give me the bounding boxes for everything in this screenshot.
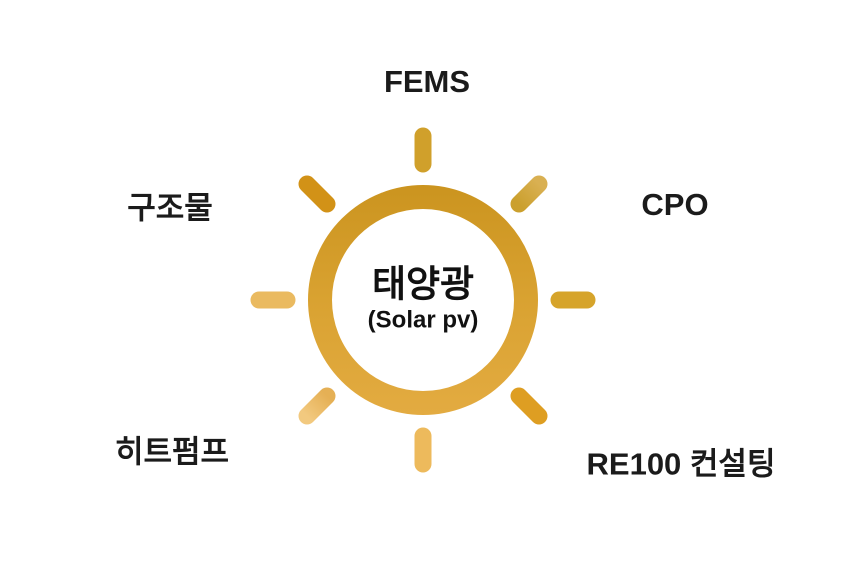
center-title: 태양광: [371, 263, 475, 305]
spoke-label-heat-pump: 히트펌프: [114, 434, 230, 470]
sun-ray-bottom-right: [510, 387, 548, 425]
sun-ring: [308, 185, 538, 415]
spoke-label-cpo: CPO: [641, 187, 709, 222]
sun-ray-bottom-left: [298, 387, 336, 425]
sun-ray-top-left: [298, 175, 336, 213]
sun-ray-top-right: [510, 175, 548, 213]
center-subtitle: (Solar pv): [367, 306, 479, 334]
spoke-label-re100: RE100 컨설팅: [586, 446, 776, 482]
spoke-label-fems: FEMS: [383, 64, 471, 99]
spoke-label-structure: 구조물: [127, 190, 213, 226]
sun-center-text: 태양광 (Solar pv): [368, 266, 479, 333]
